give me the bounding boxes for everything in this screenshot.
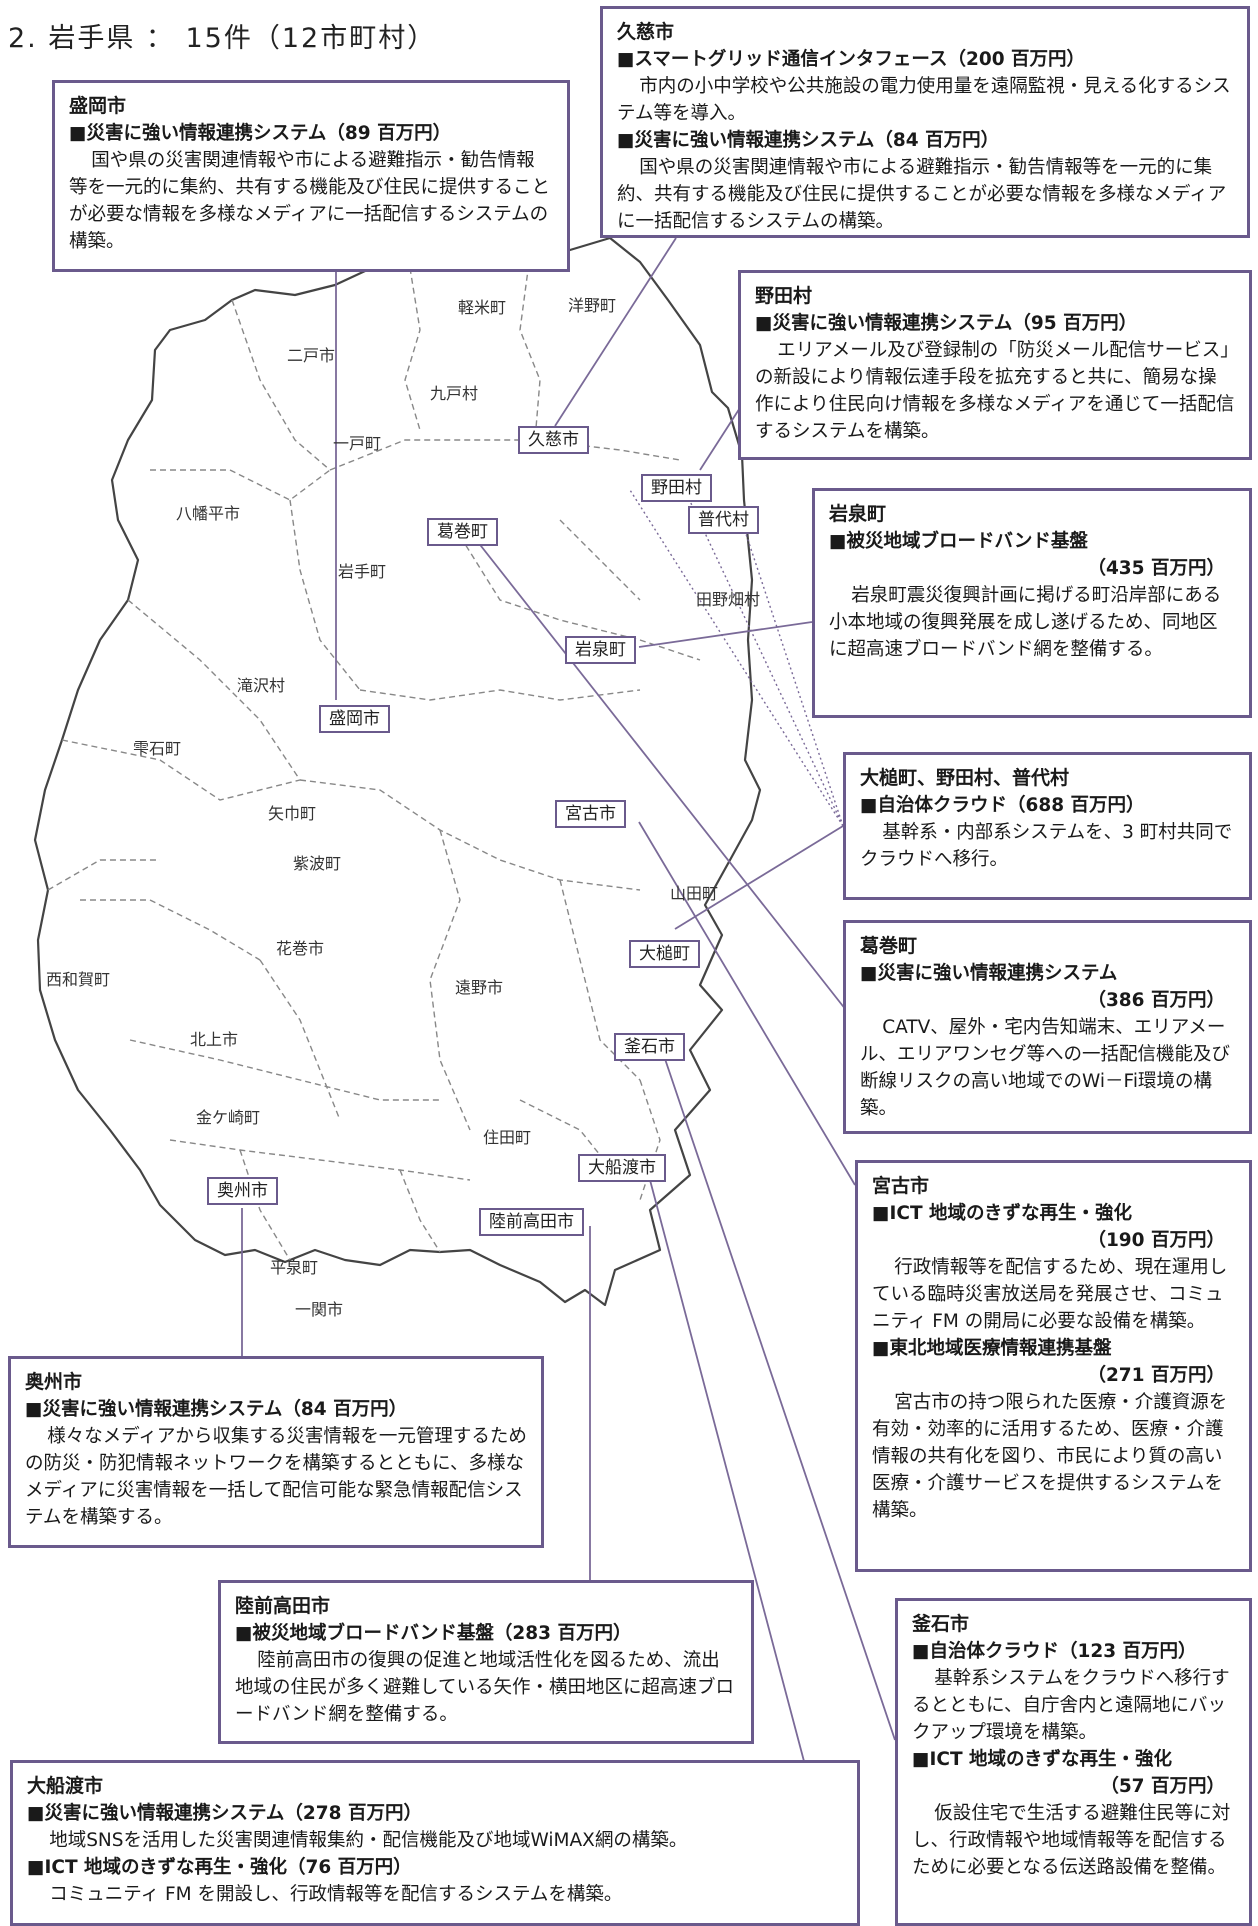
box-project: ■災害に強い情報連携システム（84 百万円）: [25, 1399, 408, 1420]
map-text-sumita: 住田町: [483, 1128, 532, 1147]
map-text-shiwa: 紫波町: [293, 854, 342, 873]
box-project: ■被災地域ブロードバンド基盤（283 百万円）: [235, 1623, 632, 1644]
map-text-hanamaki: 花巻市: [276, 939, 325, 958]
box-desc: 国や県の災害関連情報や市による避難指示・勧告情報等を一元的に集約、共有する機能及…: [69, 150, 551, 252]
box-project: ■災害に強い情報連携システム: [860, 963, 1118, 984]
map-text-hirono: 洋野町: [568, 296, 617, 315]
box-amount: （386 百万円）: [1087, 990, 1225, 1011]
box-desc: 宮古市の持つ限られた医療・介護資源を有効・効率的に活用するため、医療・介護情報の…: [872, 1392, 1228, 1521]
info-box-noda: 野田村 ■災害に強い情報連携システム（95 百万円） エリアメール及び登録制の「…: [738, 270, 1252, 460]
box-amount: （435 百万円）: [1087, 558, 1225, 579]
box-desc: 国や県の災害関連情報や市による避難指示・勧告情報等を一元的に集約、共有する機能及…: [617, 157, 1227, 232]
page-heading: 2. 岩手県 ： 15件（12市町村）: [8, 23, 437, 54]
box-desc: 仮設住宅で生活する避難住民等に対し、行政情報や地域情報等を配信するために必要とな…: [912, 1803, 1231, 1878]
box-desc: 陸前高田市の復興の促進と地域活性化を図るため、流出地域の住民が多く避難している矢…: [235, 1650, 734, 1725]
box-project: ■ICT 地域のきずな再生・強化: [872, 1203, 1132, 1224]
box-city: 岩泉町: [829, 503, 887, 525]
map-label-otsuchi: 大槌町: [629, 940, 700, 968]
box-project: ■災害に強い情報連携システム（95 百万円）: [755, 313, 1138, 334]
map-text-yamada: 山田町: [670, 884, 719, 903]
box-project: ■ICT 地域のきずな再生・強化: [912, 1749, 1172, 1770]
info-box-ofunato: 大船渡市 ■災害に強い情報連携システム（278 百万円） 地域SNSを活用した災…: [10, 1760, 860, 1926]
map-label-oshu: 奥州市: [207, 1177, 278, 1205]
info-box-kuji: 久慈市 ■スマートグリッド通信インタフェース（200 百万円） 市内の小中学校や…: [600, 6, 1250, 238]
map-label-miyako: 宮古市: [555, 800, 626, 828]
box-project: ■自治体クラウド（688 百万円）: [860, 795, 1145, 816]
map-text-yahaba: 矢巾町: [268, 804, 317, 823]
box-city: 盛岡市: [69, 95, 127, 117]
map-label-morioka: 盛岡市: [319, 705, 390, 733]
map-label-iwaizumi: 岩泉町: [565, 636, 636, 664]
info-box-rikuzentakata: 陸前高田市 ■被災地域ブロードバンド基盤（283 百万円） 陸前高田市の復興の促…: [218, 1580, 754, 1744]
prefecture-outline: [33, 236, 762, 1307]
box-city: 陸前高田市: [235, 1595, 331, 1617]
box-city: 奥州市: [25, 1371, 83, 1393]
box-city: 葛巻町: [860, 935, 918, 957]
map-text-ninohe: 二戸市: [287, 346, 336, 365]
map-label-kamaishi: 釜石市: [614, 1033, 685, 1061]
box-desc: コミュニティ FM を開設し、行政情報等を配信するシステムを構築。: [49, 1884, 623, 1905]
map-label-rikuzentakata: 陸前高田市: [479, 1208, 584, 1236]
box-project: ■災害に強い情報連携システム（84 百万円）: [617, 130, 1000, 151]
box-city: 釜石市: [912, 1613, 970, 1635]
box-amount: （271 百万円）: [1087, 1365, 1225, 1386]
box-project: ■スマートグリッド通信インタフェース（200 百万円）: [617, 49, 1086, 70]
map-text-kanegasaki: 金ケ崎町: [196, 1108, 261, 1127]
box-project: ■災害に強い情報連携システム（278 百万円）: [27, 1803, 422, 1824]
box-city: 大槌町、野田村、普代村: [860, 767, 1070, 789]
box-project: ■災害に強い情報連携システム（89 百万円）: [69, 123, 452, 144]
info-box-miyako: 宮古市 ■ICT 地域のきずな再生・強化 （190 百万円） 行政情報等を配信す…: [855, 1160, 1252, 1572]
box-city: 久慈市: [617, 21, 675, 43]
map-text-karumai: 軽米町: [458, 298, 507, 317]
box-amount: （190 百万円）: [1087, 1230, 1225, 1251]
map-text-ichinoseki: 一関市: [295, 1300, 344, 1319]
municipal-boundaries: [47, 254, 701, 1261]
box-desc: 市内の小中学校や公共施設の電力使用量を遠隔監視・見える化するシステム等を導入。: [617, 76, 1231, 124]
info-box-otsuchi: 大槌町、野田村、普代村 ■自治体クラウド（688 百万円） 基幹系・内部系システ…: [843, 752, 1252, 900]
box-desc: CATV、屋外・宅内告知端末、エリアメール、エリアワンセグ等への一括配信機能及び…: [860, 1017, 1231, 1119]
box-project: ■東北地域医療情報連携基盤: [872, 1338, 1112, 1359]
map-text-tanohata: 田野畑村: [696, 590, 761, 609]
connector-dotted-lines: [629, 479, 844, 827]
box-desc: 基幹系・内部系システムを、3 町村共同でクラウドへ移行。: [860, 822, 1233, 870]
box-project: ■ICT 地域のきずな再生・強化（76 百万円）: [27, 1857, 412, 1878]
info-box-iwaizumi: 岩泉町 ■被災地域ブロードバンド基盤 （435 百万円） 岩泉町震災復興計画に掲…: [812, 488, 1252, 718]
map-text-hachimantai: 八幡平市: [176, 504, 241, 523]
info-box-morioka: 盛岡市 ■災害に強い情報連携システム（89 百万円） 国や県の災害関連情報や市に…: [52, 80, 570, 272]
map-text-iwate: 岩手町: [338, 562, 387, 581]
box-desc: 岩泉町震災復興計画に掲げる町沿岸部にある小本地域の復興発展を成し遂げるため、同地…: [829, 585, 1222, 660]
box-amount: （57 百万円）: [1100, 1776, 1225, 1797]
box-city: 宮古市: [872, 1175, 930, 1197]
info-box-kuzumaki: 葛巻町 ■災害に強い情報連携システム （386 百万円） CATV、屋外・宅内告…: [843, 920, 1252, 1134]
map-text-hiraizumi: 平泉町: [270, 1258, 319, 1277]
box-desc: エリアメール及び登録制の「防災メール配信サービス」の新設により情報伝達手段を拡充…: [755, 340, 1235, 442]
box-city: 野田村: [755, 285, 813, 307]
box-desc: 地域SNSを活用した災害関連情報集約・配信機能及び地域WiMAX網の構築。: [49, 1830, 688, 1851]
info-box-kamaishi: 釜石市 ■自治体クラウド（123 百万円） 基幹系システムをクラウドへ移行すると…: [895, 1598, 1252, 1926]
map-label-ofunato: 大船渡市: [578, 1154, 666, 1182]
box-project: ■自治体クラウド（123 百万円）: [912, 1641, 1197, 1662]
map-label-kuzumaki: 葛巻町: [427, 518, 498, 546]
map-text-kunohe: 九戸村: [430, 384, 479, 403]
box-project: ■被災地域ブロードバンド基盤: [829, 531, 1088, 552]
map-text-shizukuishi: 雫石町: [133, 739, 182, 758]
map-text-kitakami: 北上市: [190, 1030, 239, 1049]
map-label-kuji: 久慈市: [518, 426, 589, 454]
map-label-fudai: 普代村: [688, 506, 759, 534]
info-box-oshu: 奥州市 ■災害に強い情報連携システム（84 百万円） 様々なメディアから収集する…: [8, 1356, 544, 1548]
box-desc: 基幹系システムをクラウドへ移行するとともに、自庁舎内と遠隔地にバックアップ環境を…: [912, 1668, 1230, 1743]
map-text-tono: 遠野市: [455, 978, 504, 997]
box-desc: 様々なメディアから収集する災害情報を一元管理するための防災・防犯情報ネットワーク…: [25, 1426, 527, 1528]
map-text-takizawa: 滝沢村: [237, 676, 286, 695]
box-desc: 行政情報等を配信するため、現在運用している臨時災害放送局を発展させ、コミュニティ…: [872, 1257, 1228, 1332]
map-label-noda: 野田村: [641, 474, 712, 502]
box-city: 大船渡市: [27, 1775, 104, 1797]
map-text-ichinohe: 一戸町: [333, 434, 382, 453]
map-text-nishiwaga: 西和賀町: [46, 970, 111, 989]
